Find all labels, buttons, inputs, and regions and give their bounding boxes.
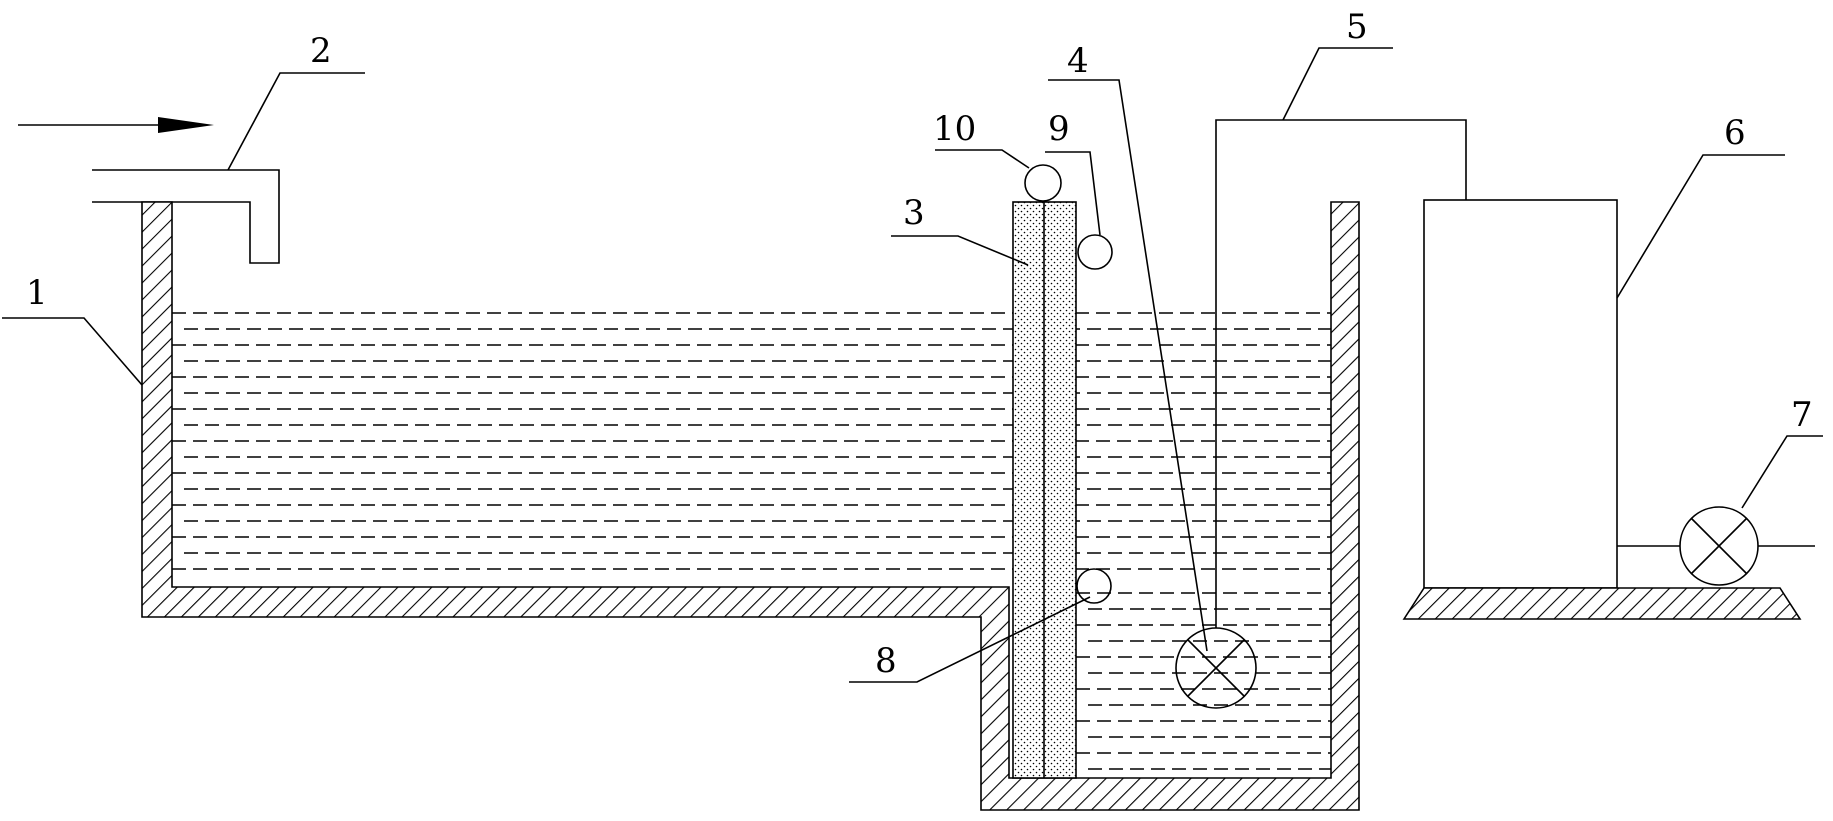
sensor-9	[1077, 234, 1113, 270]
inflow-arrow	[18, 117, 214, 133]
water-upper	[172, 312, 1331, 570]
label-9: 9	[1048, 109, 1070, 149]
label-8: 8	[875, 641, 897, 681]
tank-wall	[141, 201, 1360, 811]
storage-tank	[1402, 199, 1802, 620]
callout-labels: 1 2 3 4 5 6 7 8 9 10	[26, 7, 1813, 681]
transfer-pipe	[1215, 119, 1467, 628]
label-1: 1	[26, 273, 48, 313]
label-3: 3	[903, 193, 925, 233]
submerged-pump	[1175, 627, 1257, 709]
label-2: 2	[310, 31, 332, 71]
sensor-8	[1076, 568, 1112, 604]
membrane-module	[1012, 201, 1077, 779]
sensor-10	[1024, 164, 1062, 202]
label-7: 7	[1791, 395, 1813, 435]
leader-lines	[2, 47, 1823, 683]
label-5: 5	[1346, 7, 1368, 47]
label-4: 4	[1067, 41, 1089, 81]
label-6: 6	[1724, 113, 1746, 153]
inlet-pipe	[92, 169, 280, 264]
water-lower	[1076, 592, 1331, 770]
label-10: 10	[933, 109, 976, 149]
outlet-pump	[1617, 506, 1815, 586]
